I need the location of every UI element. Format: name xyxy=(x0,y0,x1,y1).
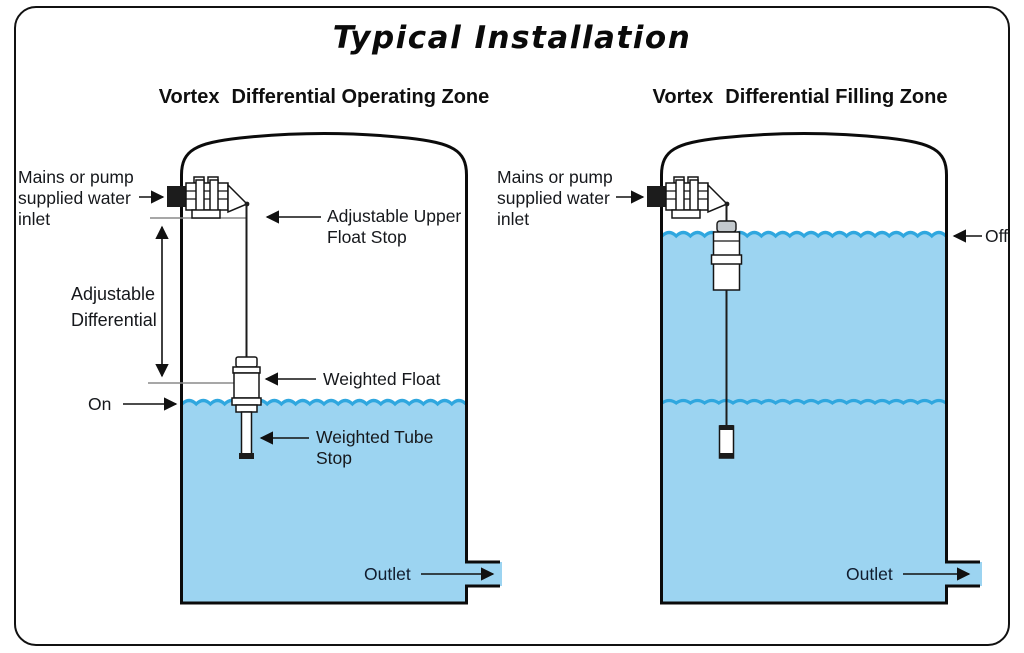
right-float-valve xyxy=(646,176,731,219)
page-title: Typical Installation xyxy=(332,20,692,56)
left-dimension-lines xyxy=(148,217,247,384)
right-outlet-label: Outlet xyxy=(846,564,893,584)
right-tank-water xyxy=(660,230,982,602)
left-float-valve xyxy=(166,176,251,219)
right-water-surface-wave xyxy=(660,230,948,239)
adjustable-differential-label: Adjustable Differential xyxy=(71,284,157,330)
outer-border xyxy=(14,6,1010,646)
right-heading-brand: Vortex xyxy=(652,86,714,108)
left-water-surface-wave xyxy=(180,398,468,407)
annotation-arrows xyxy=(123,190,982,581)
left-weighted-tube-stop xyxy=(240,411,253,455)
off-level-label: Off xyxy=(985,226,1009,246)
left-heading-zone: Differential Operating Zone xyxy=(231,86,490,108)
left-tank-water xyxy=(180,398,502,602)
right-float-assembly xyxy=(710,205,743,459)
left-float-assembly xyxy=(231,205,262,459)
upper-float-stop-label: Adjustable Upper Float Stop xyxy=(327,206,462,247)
right-panel-heading: Vortex Differential Filling Zone xyxy=(600,86,1000,109)
left-outlet-label: Outlet xyxy=(364,564,411,584)
weighted-tube-stop-label: Weighted Tube Stop xyxy=(316,427,434,468)
left-inlet-label: Mains or pump supplied water inlet xyxy=(18,167,134,229)
left-panel-heading: Vortex Differential Operating Zone xyxy=(124,86,524,109)
right-heading-zone: Differential Filling Zone xyxy=(725,86,948,108)
left-weighted-float-body xyxy=(233,372,260,399)
right-lower-level-wave xyxy=(660,398,948,405)
on-level-label: On xyxy=(88,394,112,414)
left-heading-brand: Vortex xyxy=(158,86,220,108)
weighted-float-label: Weighted Float xyxy=(323,369,441,389)
right-inlet-label: Mains or pump supplied water inlet xyxy=(497,167,613,229)
